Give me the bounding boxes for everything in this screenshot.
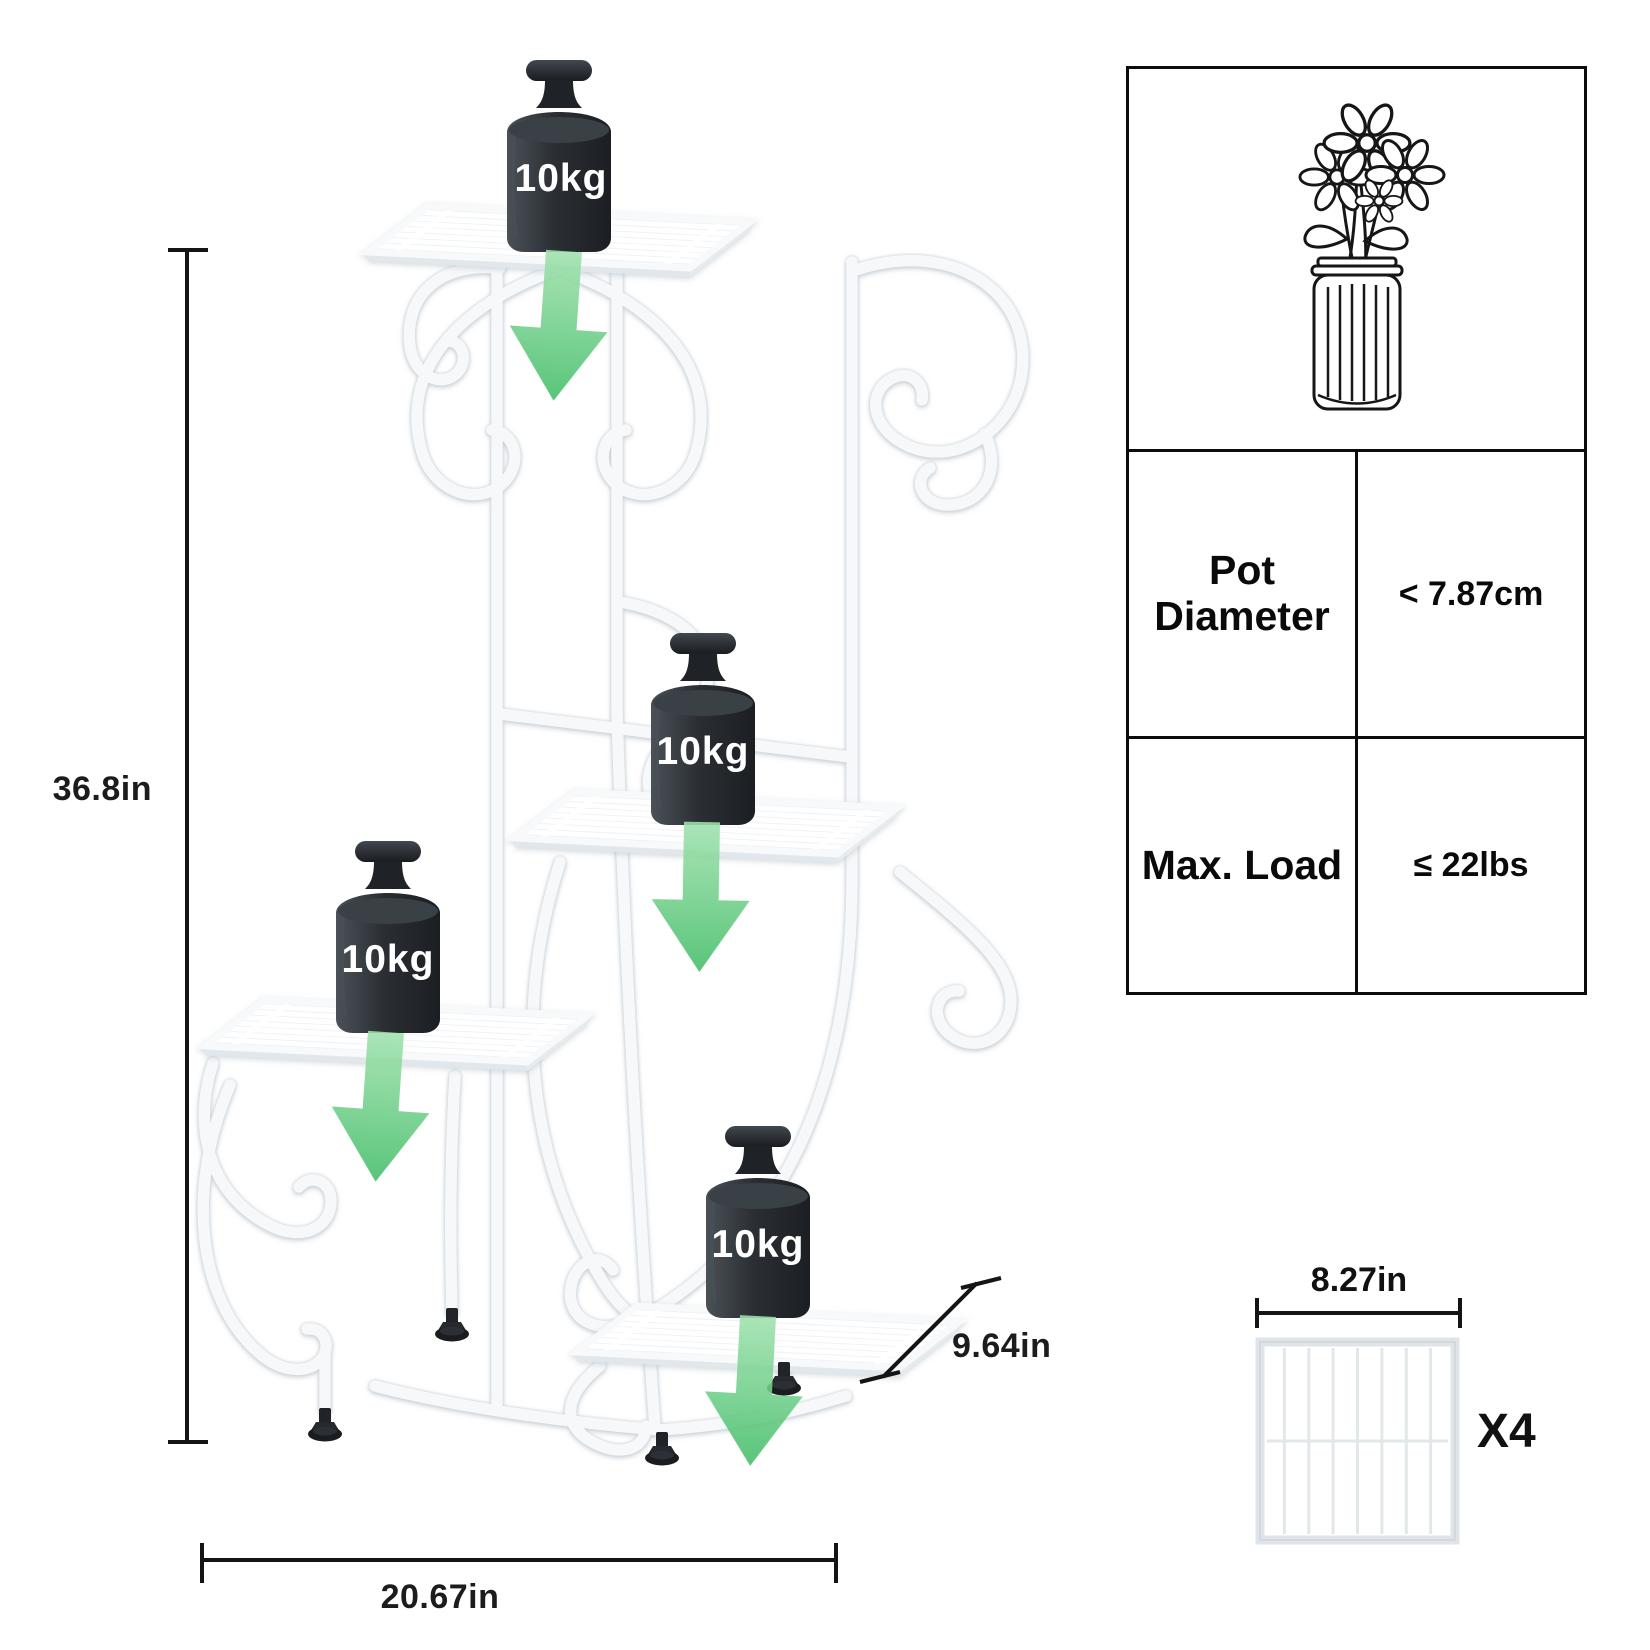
shelf-panel-illustration — [1255, 1298, 1462, 1545]
shelf-tiers — [205, 206, 959, 1377]
weight-10kg — [505, 58, 613, 254]
dimension-lines — [168, 248, 1002, 1583]
foot-pad — [645, 1432, 679, 1466]
plant-stand-illustration: 10kg 10kg 10kg 10kg — [168, 58, 1029, 1583]
weight-label: 10kg — [712, 1223, 805, 1266]
scroll-small-left — [403, 261, 506, 386]
spec-row-pot-diameter: Pot Diameter < 7.87cm — [1129, 452, 1584, 739]
weight-label: 10kg — [657, 730, 750, 773]
pot-diameter-label: Pot Diameter — [1129, 452, 1358, 736]
foot-pad — [435, 1308, 469, 1342]
scroll-heart-right — [556, 264, 707, 501]
scroll-right-curl — [914, 428, 998, 511]
pot-diameter-value: < 7.87cm — [1398, 574, 1544, 613]
weight-10kg — [334, 839, 442, 1035]
depth-dimension-line — [881, 1281, 979, 1379]
shelf-count-label: X4 — [1477, 1405, 1536, 1458]
spec-table-illustration-cell — [1129, 69, 1584, 452]
dimension-cap — [859, 1370, 901, 1384]
scroll-shelf3-curl — [198, 1057, 337, 1239]
weight-label: 10kg — [342, 938, 435, 981]
width-dimension-label: 20.67in — [380, 1578, 500, 1616]
scroll-heart-left — [411, 264, 562, 501]
scroll-shelf2-curl — [894, 866, 1017, 1049]
dimension-cap — [960, 1276, 1002, 1290]
shelf-grid-panel — [1255, 1337, 1460, 1545]
weight-10kg — [649, 631, 757, 827]
max-load-value: ≤ 22lbs — [1413, 846, 1529, 884]
foot-pad — [308, 1408, 342, 1442]
height-dimension-label: 36.8in — [52, 770, 152, 808]
shelf-width-label: 8.27in — [1310, 1261, 1408, 1299]
spec-row-max-load: Max. Load ≤ 22lbs — [1129, 739, 1584, 992]
flower-vase-icon — [1298, 99, 1445, 411]
max-load-label: Max. Load — [1129, 739, 1358, 992]
spec-table: Pot Diameter < 7.87cm Max. Load ≤ 22lbs — [1126, 66, 1587, 995]
stand-frame — [197, 252, 1029, 1456]
weight-label: 10kg — [515, 157, 608, 200]
scroll-shelf4-curl — [564, 1360, 652, 1456]
mid-foot-stem — [445, 1070, 461, 1318]
depth-dimension-label: 9.64in — [952, 1327, 1052, 1365]
scroll-right-heart — [850, 255, 1029, 458]
